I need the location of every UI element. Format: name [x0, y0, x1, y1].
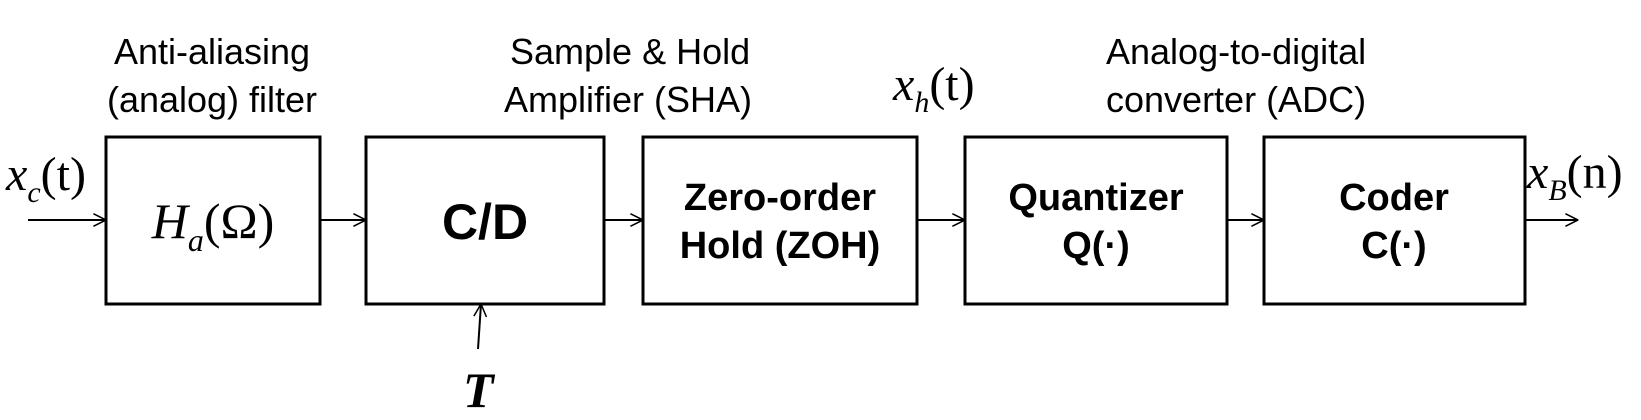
filter-block [104, 135, 322, 306]
input-signal-sub: c [27, 176, 40, 209]
arrow-sampling-period [478, 304, 481, 350]
coder-block-label-line1: Coder [1339, 177, 1449, 219]
hold-signal-arg: (t) [929, 58, 974, 111]
filter-tf-sub: a [188, 222, 204, 258]
filter-caption-line2: (analog) filter [107, 79, 317, 120]
hold-signal-label: xh(t) [892, 58, 975, 119]
coder-block-label-line2: C(·) [1361, 225, 1426, 267]
output-signal-arg: (n) [1567, 146, 1623, 199]
cd-block [364, 135, 606, 306]
input-signal-arg: (t) [41, 148, 86, 201]
filter-tf-arg: (Ω) [204, 193, 274, 249]
input-signal-var: x [5, 148, 27, 201]
zoh-block [641, 135, 919, 306]
hold-signal-sub: h [914, 86, 929, 119]
sampling-period-label: T [463, 362, 496, 418]
quantizer-block [963, 135, 1229, 306]
zoh-block-label-line1: Zero-order [684, 177, 876, 219]
sha-caption-line2: Amplifier (SHA) [504, 79, 752, 120]
filter-tf-var: H [151, 193, 191, 249]
output-signal-label: xB(n) [1526, 146, 1623, 207]
quantizer-block-label-line2: Q(·) [1062, 225, 1130, 267]
adc-caption-line2: converter (ADC) [1106, 79, 1366, 120]
cd-block-label: C/D [442, 194, 528, 250]
sha-caption-line1: Sample & Hold [510, 31, 750, 72]
hold-signal-var: x [892, 58, 914, 111]
zoh-block-label-line2: Hold (ZOH) [680, 225, 881, 267]
coder-block [1262, 135, 1527, 306]
input-signal-label: xc(t) [5, 148, 86, 209]
output-signal-var: x [1526, 146, 1548, 199]
filter-caption-line1: Anti-aliasing [114, 31, 310, 72]
quantizer-block-label-line1: Quantizer [1008, 177, 1183, 219]
output-signal-sub: B [1548, 174, 1566, 207]
filter-transfer-function: Ha(Ω) [151, 193, 275, 258]
adc-caption-line1: Analog-to-digital [1106, 31, 1366, 72]
